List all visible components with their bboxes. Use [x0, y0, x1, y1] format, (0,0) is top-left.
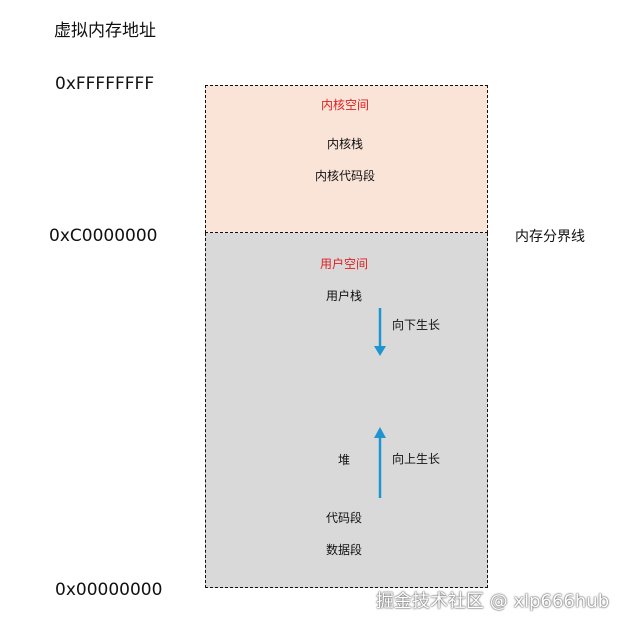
- kernel-stack-label: 内核栈: [326, 137, 363, 151]
- grow-down-label: 向下生长: [392, 318, 441, 332]
- memory-divider-label: 内存分界线: [515, 229, 585, 245]
- data-segment-label: 数据段: [325, 543, 362, 557]
- grow-up-label: 向上生长: [392, 452, 441, 466]
- code-segment-label: 代码段: [325, 511, 362, 525]
- user-stack-label: 用户栈: [325, 289, 362, 303]
- heap-label: 堆: [337, 453, 350, 467]
- kernel-code-segment-label: 内核代码段: [314, 169, 375, 183]
- kernel-space-title: 内核空间: [320, 98, 369, 112]
- user-space-title: 用户空间: [319, 257, 368, 271]
- address-middle: 0xC0000000: [49, 226, 158, 246]
- user-space-region: [205, 233, 488, 588]
- watermark: 掘金技术社区 @ xlp666hub: [376, 591, 610, 612]
- growth-arrows: [374, 308, 386, 498]
- grow-down-arrow-icon: [374, 308, 386, 356]
- address-top: 0xFFFFFFFF: [55, 74, 155, 94]
- address-bottom: 0x00000000: [55, 580, 163, 600]
- diagram-title: 虚拟内存地址: [54, 21, 156, 41]
- grow-up-arrow-icon: [374, 427, 386, 498]
- kernel-space-region: [205, 85, 488, 233]
